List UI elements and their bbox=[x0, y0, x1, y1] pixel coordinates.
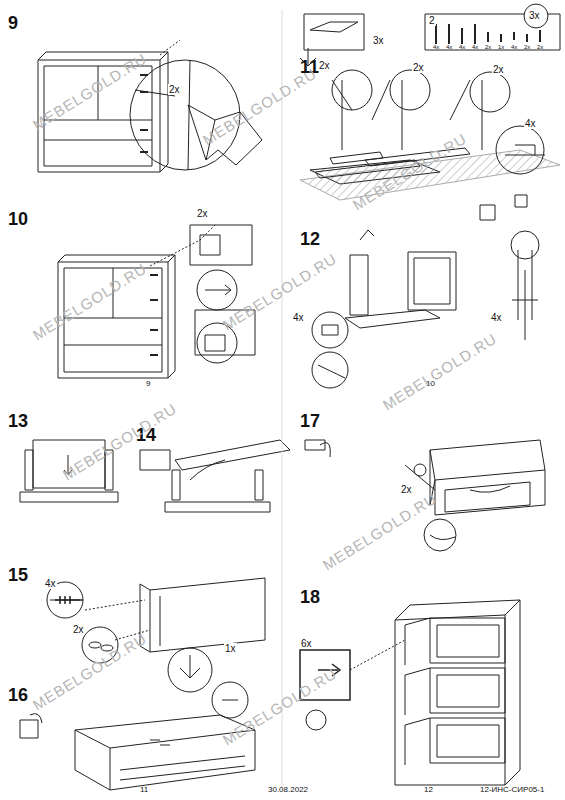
quantity: 2x bbox=[412, 62, 425, 73]
watermark: MEBELGOLD.RU bbox=[220, 665, 340, 749]
quantity: 4x bbox=[446, 44, 452, 51]
watermark: MEBELGOLD.RU bbox=[200, 65, 320, 149]
watermark: MEBELGOLD.RU bbox=[30, 50, 150, 134]
quantity: 2x bbox=[537, 44, 543, 51]
quantity: 4x bbox=[472, 44, 478, 51]
quantity: 2x bbox=[492, 64, 505, 75]
page-number: 11 bbox=[140, 786, 148, 795]
watermark: MEBELGOLD.RU bbox=[380, 330, 500, 414]
quantity: 3x bbox=[372, 35, 385, 46]
quantity: 2x bbox=[524, 44, 530, 51]
quantity: 4x bbox=[44, 578, 57, 589]
step-number: 13 bbox=[8, 412, 28, 432]
step-number: 10 bbox=[8, 210, 28, 230]
quantity: 3x bbox=[528, 10, 541, 21]
step-number: 18 bbox=[300, 588, 320, 608]
quantity: 6x bbox=[300, 638, 313, 649]
watermark: MEBELGOLD.RU bbox=[220, 250, 340, 334]
quantity: 4x bbox=[433, 44, 439, 51]
part-number: 2 bbox=[428, 15, 436, 26]
step-number: 17 bbox=[300, 412, 320, 432]
quantity: 2x bbox=[196, 208, 209, 219]
watermark: MEBELGOLD.RU bbox=[320, 490, 440, 574]
watermark: MEBELGOLD.RU bbox=[30, 260, 150, 344]
document-code: 12-ИНС-СИР05-1 bbox=[480, 786, 544, 795]
quantity: 4x bbox=[459, 44, 465, 51]
step-number: 9 bbox=[8, 14, 18, 34]
quantity: 4x bbox=[292, 312, 305, 323]
quantity: 2x bbox=[485, 44, 491, 51]
page-number: 9 bbox=[146, 380, 150, 389]
date: 30.08.2022 bbox=[268, 786, 308, 795]
quantity: 4x bbox=[490, 312, 503, 323]
quantity: 4x bbox=[524, 118, 537, 129]
step-number: 16 bbox=[8, 686, 28, 706]
watermark: MEBELGOLD.RU bbox=[60, 400, 180, 484]
quantity: 2x bbox=[168, 84, 181, 95]
quantity: 2x bbox=[72, 624, 85, 635]
step-number: 12 bbox=[300, 230, 320, 250]
page-number: 12 bbox=[424, 786, 433, 795]
quantity: 2x bbox=[318, 60, 331, 71]
quantity: 2x bbox=[400, 484, 413, 495]
quantity: 4x bbox=[511, 44, 517, 51]
quantity: 1x bbox=[224, 643, 237, 654]
step-number: 15 bbox=[8, 566, 28, 586]
quantity: 1x bbox=[498, 44, 504, 51]
